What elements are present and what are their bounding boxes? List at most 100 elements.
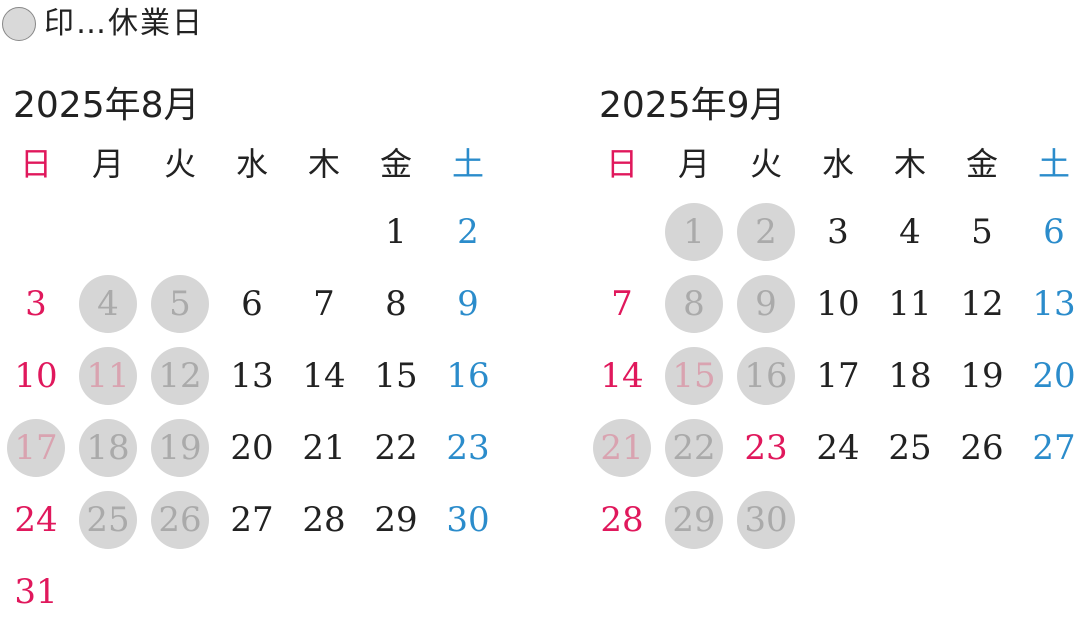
holiday-day: 5 <box>151 275 209 333</box>
holiday-day: 30 <box>737 491 795 549</box>
holiday-day: 2 <box>737 203 795 261</box>
day-number: 25 <box>888 428 932 468</box>
day-cell <box>144 556 216 628</box>
day-cell: 23 <box>432 412 504 484</box>
day-cell: 21 <box>586 412 658 484</box>
weekday-header: 日 月 火 水 木 金 土 <box>586 130 1083 194</box>
day-number: 1 <box>385 212 407 252</box>
day-cell: 12 <box>946 268 1018 340</box>
day-number: 11 <box>888 284 932 324</box>
day-cell <box>432 556 504 628</box>
day-cell: 6 <box>1018 196 1083 268</box>
day-number: 14 <box>600 356 644 396</box>
weekday-tue: 火 <box>163 145 196 183</box>
day-number: 22 <box>374 428 418 468</box>
holiday-day: 16 <box>737 347 795 405</box>
holiday-day: 11 <box>79 347 137 405</box>
holiday-day: 25 <box>79 491 137 549</box>
day-cell: 9 <box>730 268 802 340</box>
day-cell: 23 <box>730 412 802 484</box>
day-number: 13 <box>230 356 274 396</box>
holiday-day: 17 <box>7 419 65 477</box>
day-cell: 22 <box>658 412 730 484</box>
weekday-wed: 水 <box>235 145 268 183</box>
day-number: 20 <box>230 428 274 468</box>
day-cell: 29 <box>658 484 730 556</box>
day-cell: 26 <box>144 484 216 556</box>
day-number: 12 <box>960 284 1004 324</box>
day-cell: 13 <box>1018 268 1083 340</box>
legend-label: 印…休業日 <box>44 6 204 41</box>
day-number: 9 <box>457 284 479 324</box>
day-cell: 28 <box>288 484 360 556</box>
weekday-fri: 金 <box>379 145 412 183</box>
month-title: 2025年9月 <box>599 85 786 126</box>
weekday-sat: 土 <box>451 145 484 183</box>
day-number: 10 <box>14 356 58 396</box>
day-number: 7 <box>313 284 335 324</box>
day-number: 17 <box>816 356 860 396</box>
day-number: 19 <box>960 356 1004 396</box>
day-cell: 10 <box>0 340 72 412</box>
day-number: 24 <box>14 500 58 540</box>
weekday-wed: 水 <box>821 145 854 183</box>
day-cell: 20 <box>1018 340 1083 412</box>
day-cell: 19 <box>946 340 1018 412</box>
day-cell: 19 <box>144 412 216 484</box>
day-number: 14 <box>302 356 346 396</box>
day-cell: 21 <box>288 412 360 484</box>
day-number: 6 <box>1043 212 1065 252</box>
day-cell: 30 <box>432 484 504 556</box>
weekday-thu: 木 <box>893 145 926 183</box>
day-cell: 18 <box>72 412 144 484</box>
day-number: 8 <box>385 284 407 324</box>
weekday-sat: 土 <box>1037 145 1070 183</box>
day-cell: 17 <box>0 412 72 484</box>
day-cell <box>72 556 144 628</box>
day-number: 15 <box>374 356 418 396</box>
day-cell <box>288 556 360 628</box>
day-number: 23 <box>446 428 490 468</box>
day-cell: 8 <box>658 268 730 340</box>
weekday-thu: 木 <box>307 145 340 183</box>
day-cell <box>1018 484 1083 556</box>
day-cell: 24 <box>0 484 72 556</box>
holiday-swatch-icon <box>2 7 36 41</box>
day-cell <box>802 484 874 556</box>
day-cell <box>874 484 946 556</box>
day-cell: 11 <box>72 340 144 412</box>
day-number: 5 <box>971 212 993 252</box>
weekday-tue: 火 <box>749 145 782 183</box>
day-number: 30 <box>446 500 490 540</box>
holiday-day: 26 <box>151 491 209 549</box>
day-cell: 12 <box>144 340 216 412</box>
day-number: 29 <box>374 500 418 540</box>
day-number: 10 <box>816 284 860 324</box>
day-cell <box>946 484 1018 556</box>
day-number: 4 <box>899 212 921 252</box>
day-number: 27 <box>1032 428 1076 468</box>
day-cell: 1 <box>658 196 730 268</box>
weekday-sun: 日 <box>19 145 52 183</box>
day-cell: 4 <box>874 196 946 268</box>
day-cell: 2 <box>432 196 504 268</box>
holiday-day: 29 <box>665 491 723 549</box>
month-title: 2025年8月 <box>13 85 200 126</box>
day-cell: 2 <box>730 196 802 268</box>
day-cell: 16 <box>730 340 802 412</box>
day-cell: 15 <box>658 340 730 412</box>
day-cell: 29 <box>360 484 432 556</box>
day-cell: 27 <box>1018 412 1083 484</box>
day-cell: 20 <box>216 412 288 484</box>
day-cell: 25 <box>72 484 144 556</box>
day-cell: 1 <box>360 196 432 268</box>
holiday-day: 8 <box>665 275 723 333</box>
day-cell <box>72 196 144 268</box>
day-cell: 25 <box>874 412 946 484</box>
day-number: 2 <box>457 212 479 252</box>
holiday-day: 15 <box>665 347 723 405</box>
day-cell: 16 <box>432 340 504 412</box>
holiday-day: 12 <box>151 347 209 405</box>
